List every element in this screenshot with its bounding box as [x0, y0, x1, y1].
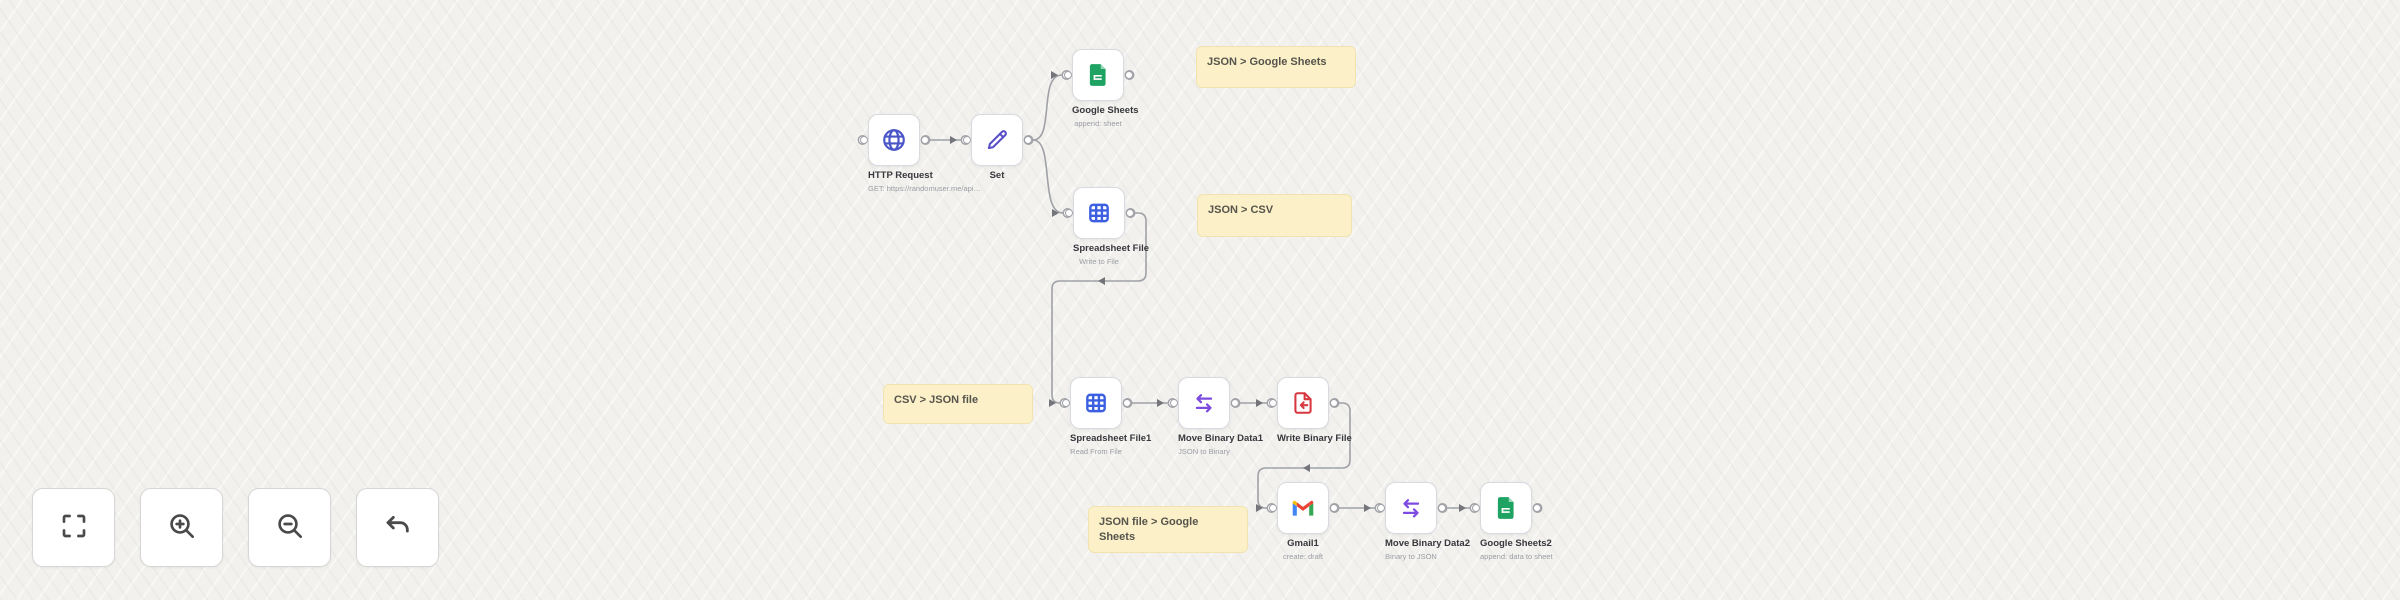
input-port[interactable] — [1061, 399, 1070, 407]
node-box[interactable] — [1061, 377, 1131, 429]
output-port[interactable] — [1329, 399, 1338, 407]
workflow-node-set[interactable]: Set — [962, 114, 1032, 182]
output-port[interactable] — [920, 136, 929, 144]
gmail-icon — [1290, 495, 1316, 521]
swap-arrows-icon — [1191, 390, 1217, 416]
node-box[interactable] — [962, 114, 1032, 166]
canvas-controls — [32, 488, 439, 567]
file-import-icon — [1290, 390, 1316, 416]
output-port[interactable] — [1124, 71, 1133, 79]
output-port[interactable] — [1437, 504, 1446, 512]
input-port[interactable] — [1471, 504, 1480, 512]
globe-icon — [881, 127, 907, 153]
node-box[interactable] — [1169, 377, 1239, 429]
node-subtitle: append: data to sheet — [1480, 551, 1553, 561]
swap-arrows-icon — [1398, 495, 1424, 521]
sticky-note-text: JSON > CSV — [1208, 204, 1274, 216]
input-port[interactable] — [859, 136, 868, 144]
node-box[interactable] — [1268, 377, 1338, 429]
node-box[interactable] — [1064, 187, 1134, 239]
input-port[interactable] — [1376, 504, 1385, 512]
sticky-note-text: JSON > Google Sheets — [1207, 56, 1327, 68]
fit-view-icon — [58, 510, 90, 545]
sticky-note-text: CSV > JSON file — [894, 394, 979, 406]
node-subtitle: Binary to JSON — [1385, 551, 1437, 561]
undo-icon — [382, 510, 414, 545]
node-label: Spreadsheet File — [1073, 243, 1150, 254]
output-port[interactable] — [1125, 209, 1134, 217]
workflow-node-google-sheets2[interactable]: Google Sheets2 append: data to sheet — [1471, 482, 1553, 561]
zoom-in-button[interactable] — [140, 488, 223, 567]
node-subtitle: Write to File — [1079, 256, 1119, 266]
input-port[interactable] — [1268, 399, 1277, 407]
table-grid-icon — [1086, 200, 1112, 226]
output-port[interactable] — [1532, 504, 1541, 512]
input-port[interactable] — [1064, 209, 1073, 217]
sticky-note-jsonfile-gsheets[interactable]: JSON file > Google Sheets — [1088, 506, 1248, 553]
workflow-node-google-sheets[interactable]: Google Sheets append: sheet — [1063, 49, 1139, 128]
pencil-icon — [984, 127, 1010, 153]
node-subtitle: GET: https://randomuser.me/api… — [868, 183, 981, 193]
node-label: Gmail1 — [1287, 538, 1319, 549]
undo-button[interactable] — [356, 488, 439, 567]
node-box[interactable] — [859, 114, 929, 166]
node-box[interactable] — [1063, 49, 1133, 101]
output-port[interactable] — [1329, 504, 1338, 512]
sheets-file-icon — [1085, 62, 1111, 88]
node-label: Write Binary File — [1277, 433, 1352, 444]
node-box[interactable] — [1471, 482, 1541, 534]
connection-set-spreadsheet-file — [1032, 139, 1064, 214]
sticky-note-csv-json[interactable]: CSV > JSON file — [883, 384, 1033, 424]
connection-set-google-sheets — [1032, 74, 1063, 141]
zoom-in-icon — [166, 510, 198, 545]
node-box[interactable] — [1376, 482, 1446, 534]
sticky-note-json-csv[interactable]: JSON > CSV — [1197, 194, 1352, 237]
input-port[interactable] — [1268, 504, 1277, 512]
workflow-node-write-binary-file[interactable]: Write Binary File — [1268, 377, 1352, 445]
zoom-out-icon — [274, 510, 306, 545]
node-subtitle: create: draft — [1282, 551, 1324, 561]
output-port[interactable] — [1230, 399, 1239, 407]
input-port[interactable] — [1169, 399, 1178, 407]
sheets-file-icon — [1493, 495, 1519, 521]
zoom-to-fit-button[interactable] — [32, 488, 115, 567]
node-label: Move Binary Data2 — [1385, 538, 1471, 549]
zoom-out-button[interactable] — [248, 488, 331, 567]
node-subtitle: Read From File — [1070, 446, 1122, 456]
node-label: Google Sheets2 — [1480, 538, 1552, 549]
sticky-note-text: JSON file > Google Sheets — [1099, 516, 1199, 543]
node-label: Spreadsheet File1 — [1070, 433, 1152, 444]
output-port[interactable] — [1023, 136, 1032, 144]
node-label: HTTP Request — [868, 170, 933, 181]
table-grid-icon — [1083, 390, 1109, 416]
input-port[interactable] — [1063, 71, 1072, 79]
workflow-node-gmail1[interactable]: Gmail1 create: draft — [1268, 482, 1338, 561]
sticky-note-json-gsheets[interactable]: JSON > Google Sheets — [1196, 46, 1356, 88]
node-label: Move Binary Data1 — [1178, 433, 1264, 444]
input-port[interactable] — [962, 136, 971, 144]
node-label: Set — [989, 170, 1005, 181]
node-label: Google Sheets — [1072, 105, 1139, 116]
node-subtitle: JSON to Binary — [1178, 446, 1230, 456]
node-box[interactable] — [1268, 482, 1338, 534]
node-subtitle: append: sheet — [1074, 118, 1122, 128]
output-port[interactable] — [1122, 399, 1131, 407]
